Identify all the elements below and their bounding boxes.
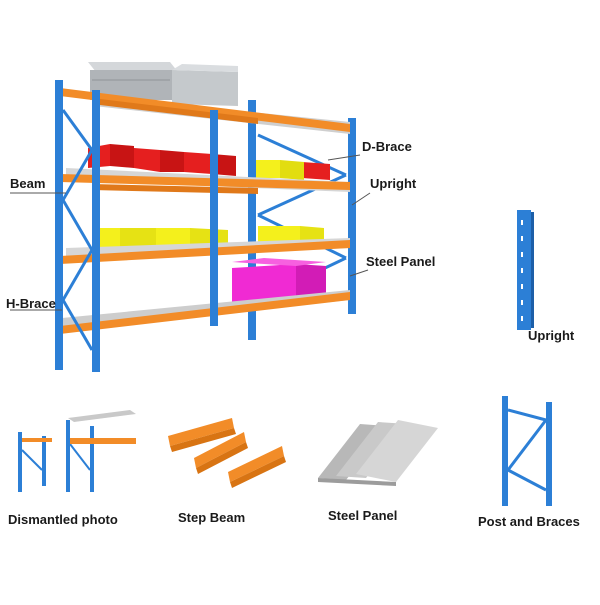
dismantled-illustration xyxy=(18,410,136,492)
label-h-brace: H-Brace xyxy=(6,296,56,311)
post-and-braces-illustration xyxy=(502,396,552,506)
step-beam-illustration xyxy=(168,418,286,488)
upright-part-illustration xyxy=(517,210,534,330)
label-dismantled-photo: Dismantled photo xyxy=(8,512,118,527)
label-steel-panel: Steel Panel xyxy=(366,254,435,269)
label-beam: Beam xyxy=(10,176,45,191)
label-step-beam: Step Beam xyxy=(178,510,245,525)
label-upright: Upright xyxy=(370,176,416,191)
yellow-bins-upper xyxy=(256,160,304,180)
back-upright-right xyxy=(348,118,356,314)
label-upright-part: Upright xyxy=(528,328,574,343)
beams xyxy=(60,88,350,334)
label-post-and-braces: Post and Braces xyxy=(478,514,580,529)
steel-panel-illustration xyxy=(318,420,438,486)
main-rack xyxy=(55,62,356,372)
label-steel-panel-part: Steel Panel xyxy=(328,508,397,523)
front-upright-middle xyxy=(210,110,218,326)
label-d-brace: D-Brace xyxy=(362,139,412,154)
